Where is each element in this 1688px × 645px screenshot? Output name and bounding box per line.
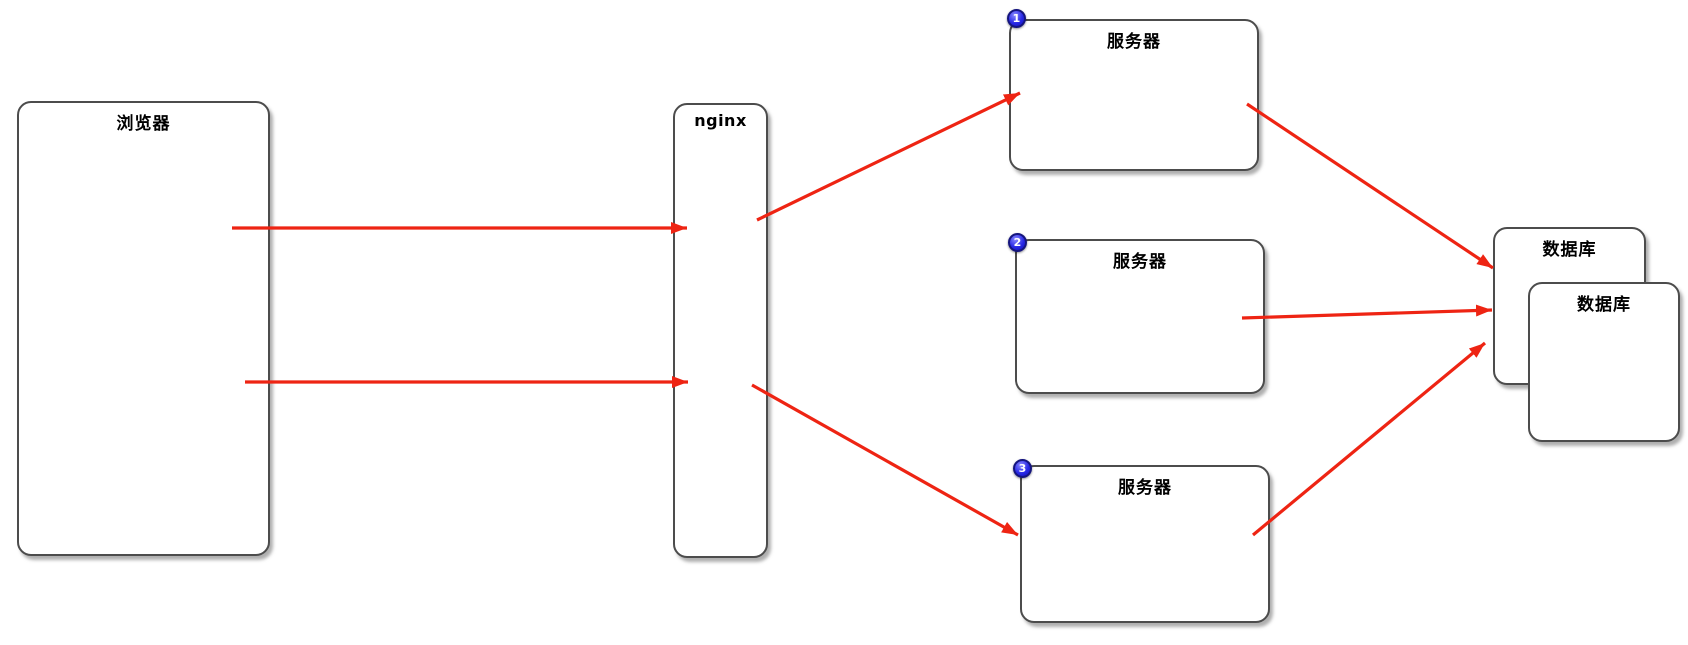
node-database-front-label: 数据库	[1577, 295, 1631, 315]
badge-1: 1	[1007, 9, 1026, 28]
node-browser-label: 浏览器	[116, 114, 171, 134]
edge-nginx-server1	[756, 91, 1021, 222]
node-browser: 浏览器	[17, 101, 270, 556]
node-nginx: nginx	[673, 103, 768, 558]
node-nginx-label: nginx	[694, 111, 747, 130]
edge-server2-database	[1241, 304, 1493, 320]
node-server-2-label: 服务器	[1113, 252, 1167, 272]
badge-2: 2	[1008, 233, 1027, 252]
node-server-3: 服务器	[1020, 465, 1270, 623]
node-server-1-label: 服务器	[1107, 32, 1161, 52]
node-server-1: 服务器	[1009, 19, 1259, 171]
badge-3: 3	[1013, 459, 1032, 478]
node-database-back-label: 数据库	[1542, 240, 1597, 260]
node-server-2: 服务器	[1015, 239, 1265, 394]
node-database-front: 数据库	[1528, 282, 1680, 442]
edge-nginx-server3	[751, 383, 1019, 537]
edge-server3-database	[1251, 341, 1487, 537]
node-server-3-label: 服务器	[1118, 478, 1172, 498]
edge-server1-database	[1246, 102, 1494, 270]
